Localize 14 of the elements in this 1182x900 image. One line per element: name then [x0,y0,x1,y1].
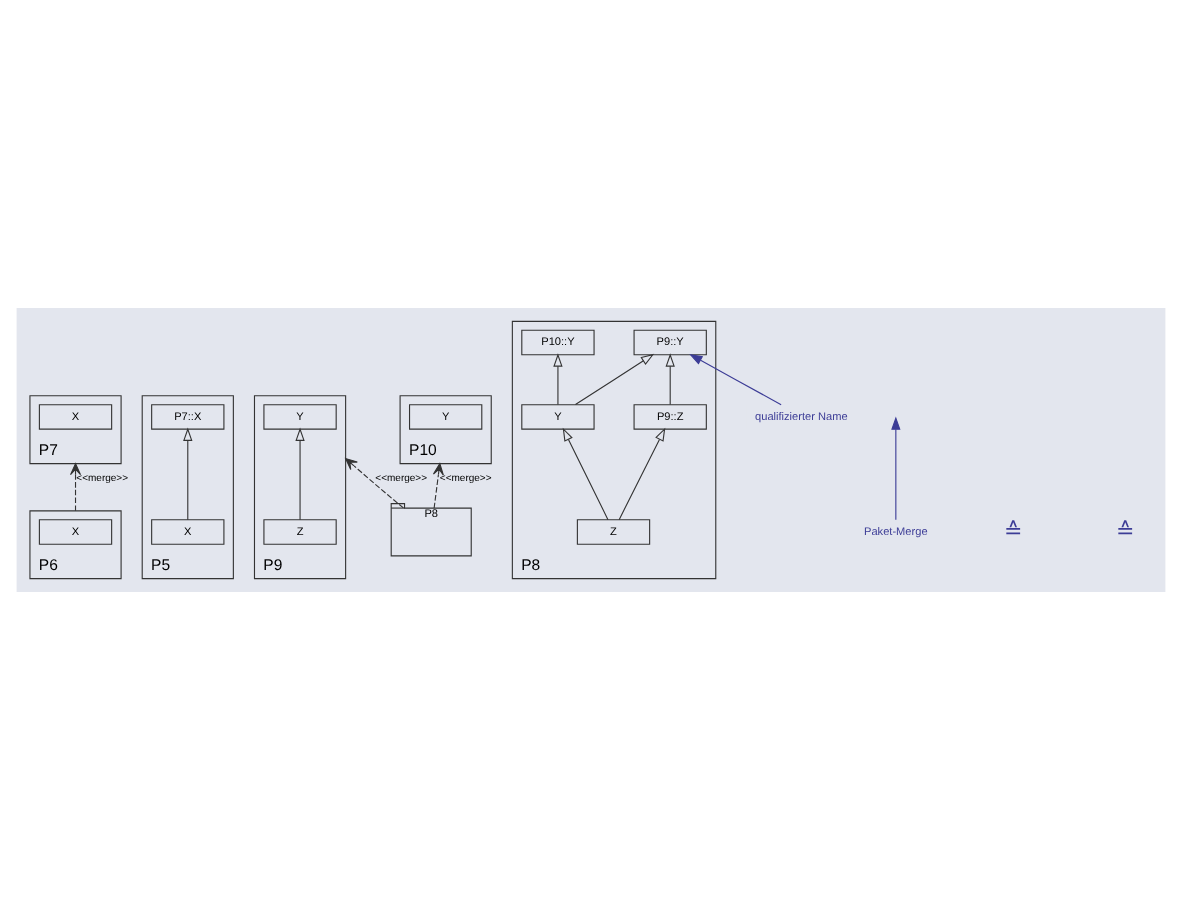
arrow [574,353,655,406]
arrow [553,353,563,406]
arrow [345,457,404,509]
label: ≙ [1115,519,1134,544]
arrow [891,416,901,521]
arrow [295,427,305,521]
arrow [69,463,82,512]
arrow [618,427,666,521]
arrow [183,427,193,521]
arrow [665,353,675,406]
arrow [562,427,609,521]
arrow [689,354,782,406]
arrow [432,463,444,509]
label: ≙ [1003,519,1022,544]
